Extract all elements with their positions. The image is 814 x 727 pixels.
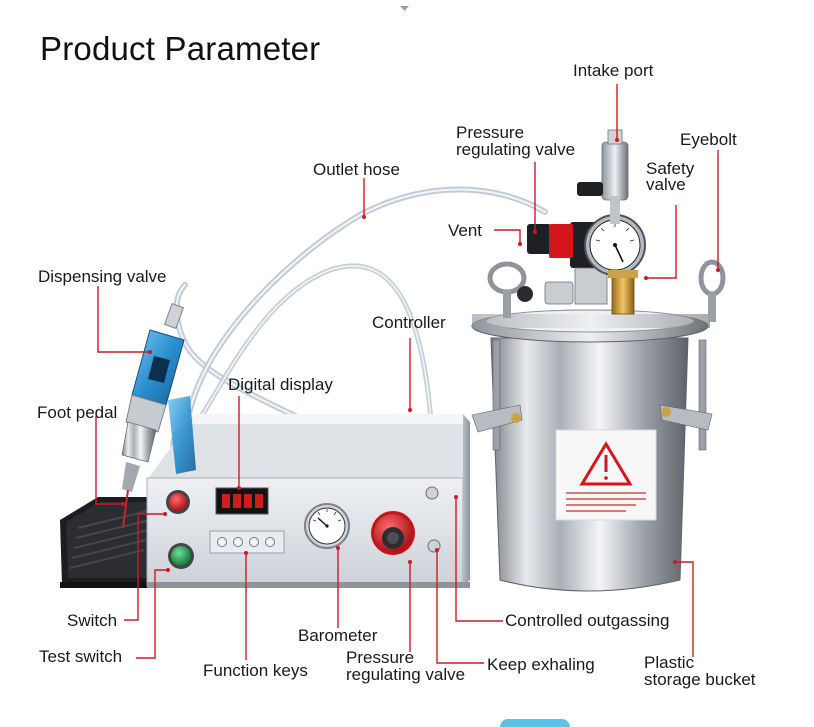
test-switch-knob [171, 546, 191, 566]
label-dispensing-valve: Dispensing valve [38, 267, 167, 286]
label-safety-valve-line1: Safety [646, 159, 695, 178]
label-function-keys: Function keys [203, 661, 308, 680]
label-vent: Vent [448, 221, 483, 240]
function-key-buttons [217, 537, 275, 547]
switch-knob [169, 493, 187, 511]
digital-display-digits [222, 494, 263, 508]
label-keep-exhaling: Keep exhaling [487, 655, 595, 674]
top-arrow-mark [400, 6, 409, 11]
label-digital-display: Digital display [228, 375, 333, 394]
label-controlled-outgassing: Controlled outgassing [505, 611, 670, 630]
label-barometer: Barometer [298, 626, 378, 645]
top-valve-assembly [517, 129, 646, 315]
label-controller: Controller [372, 313, 446, 332]
label-eyebolt: Eyebolt [680, 130, 737, 149]
controller-box [146, 414, 470, 588]
label-safety-valve-line2: valve [646, 175, 686, 194]
dispensing-valve [121, 302, 196, 529]
foot-pedal [60, 497, 170, 588]
label-plastic-storage-bucket-line1: Plastic [644, 653, 695, 672]
label-intake-port: Intake port [573, 61, 654, 80]
label-pressure-regulating-valve-top-line1: Pressure [456, 123, 525, 142]
label-pressure-regulating-valve-bottom-line1: Pressure [346, 648, 415, 667]
label-pressure-regulating-valve-top-line2: regulating valve [456, 140, 576, 159]
label-test-switch: Test switch [39, 647, 123, 666]
label-pressure-regulating-valve-bottom-line2: regulating valve [346, 665, 466, 684]
label-plastic-storage-bucket-line2: storage bucket [644, 670, 756, 689]
page-title: Product Parameter [40, 30, 321, 67]
bottom-edge-decoration [500, 719, 570, 727]
label-foot-pedal: Foot pedal [37, 403, 118, 422]
leader-lines [95, 84, 720, 664]
pressure-tank [471, 259, 726, 592]
label-switch: Switch [67, 611, 118, 630]
label-outlet-hose: Outlet hose [313, 160, 400, 179]
